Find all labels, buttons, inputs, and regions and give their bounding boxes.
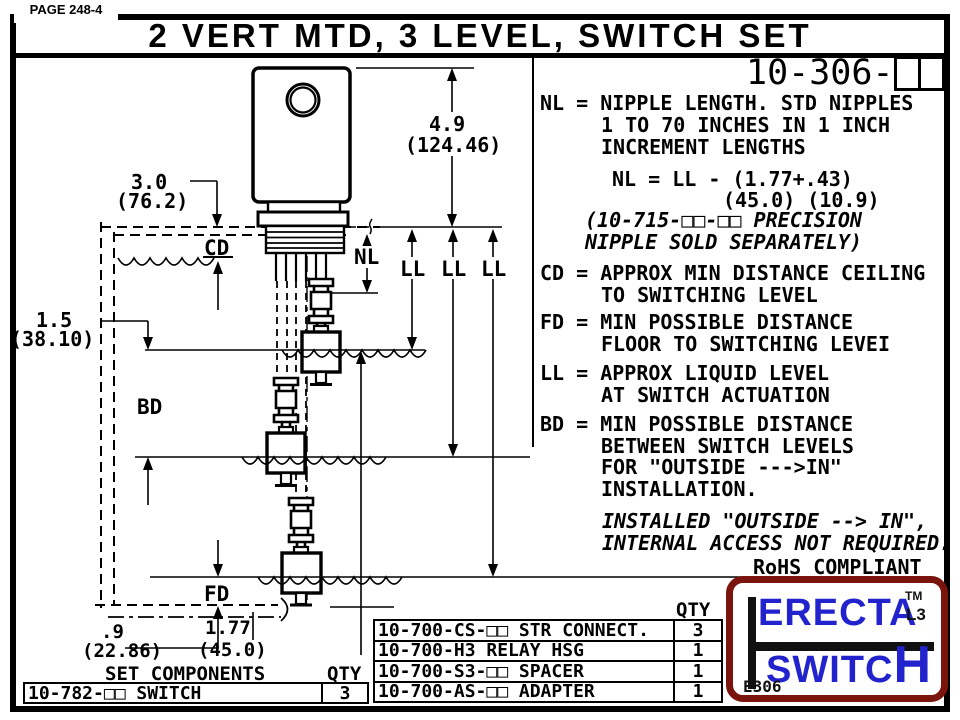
part-number-cell: 10-782-□□ SWITCH xyxy=(28,682,202,704)
tank-outline xyxy=(95,222,380,622)
note-fd-def-1: FD = MIN POSSIBLE DISTANCE xyxy=(540,310,854,334)
qty-cell: 3 xyxy=(321,683,367,704)
note-nl-def-2: 1 TO 70 INCHES IN 1 INCH xyxy=(601,113,890,137)
logo-horizontal-bar xyxy=(748,642,934,651)
dim-housing-label: 4.9 xyxy=(429,112,465,136)
ll-label-2: LL xyxy=(441,257,466,281)
logo-brand-top: ERECTA xyxy=(758,592,918,634)
set-components-qty-header: QTY xyxy=(327,663,362,685)
relay-housing xyxy=(251,66,352,255)
datum-line xyxy=(348,218,502,235)
float-switch-level-1 xyxy=(300,324,342,386)
note-nl-formula: NL = LL - (1.77+.43) xyxy=(612,167,853,191)
cd-label: CD xyxy=(204,236,229,260)
part-number-cell: 10-700-H3 RELAY HSG xyxy=(378,640,584,662)
logo-l3-label: L3 xyxy=(906,605,926,624)
dim-stem-mm-label: (45.0) xyxy=(198,639,267,661)
float-switch-level-2 xyxy=(265,425,307,487)
dim-level1-mm-label: (38.10) xyxy=(10,327,94,351)
dimension-arrows xyxy=(143,68,498,619)
note-nl-formula-mm: (45.0) (10.9) xyxy=(723,188,880,212)
float-switch-level-3 xyxy=(280,545,323,607)
note-bd-def-4: INSTALLATION. xyxy=(601,477,758,501)
fd-label: FD xyxy=(204,582,229,606)
set-components-table: 10-782-□□ SWITCH 3 xyxy=(23,682,369,704)
note-fd-def-2: FLOOR TO SWITCHING LEVEI xyxy=(601,332,890,356)
blank-size-box xyxy=(917,56,945,91)
note-bd-def-2: BETWEEN SWITCH LEVELS xyxy=(601,434,854,458)
dim-ceiling-label: 3.0 xyxy=(131,170,167,194)
note-precision-nipple-2: NIPPLE SOLD SEPARATELY) xyxy=(585,230,862,254)
dim-stem-label: 1.77 xyxy=(205,617,251,639)
note-precision-nipple-1: (10-715-□□-□□ PRECISION xyxy=(585,208,862,232)
dim-floor-mm-label: (22.86) xyxy=(82,640,162,662)
nl-label: NL xyxy=(354,245,379,269)
parts-table-qty-header: QTY xyxy=(676,599,711,621)
logo-code: E306 xyxy=(743,677,782,696)
note-nl-def-3: INCREMENT LENGTHS xyxy=(601,135,806,159)
qty-cell: 3 xyxy=(673,620,721,641)
bd-label: BD xyxy=(137,395,162,419)
table-row: 10-700-S3-□□ SPACER 1 xyxy=(375,660,721,682)
note-bd-def-3: FOR "OUTSIDE --->IN" xyxy=(601,455,842,479)
parts-table: 10-700-CS-□□ STR CONNECT. 3 10-700-H3 RE… xyxy=(373,619,723,703)
note-installed-1: INSTALLED "OUTSIDE --> IN", xyxy=(602,509,928,533)
note-nl-def-1: NL = NIPPLE LENGTH. STD NIPPLES xyxy=(540,91,914,115)
page-title: 2 VERT MTD, 3 LEVEL, SWITCH SET xyxy=(148,17,812,54)
note-ll-def-1: LL = APPROX LIQUID LEVEL xyxy=(540,361,829,385)
note-ll-def-2: AT SWITCH ACTUATION xyxy=(601,383,830,407)
part-number-cell: 10-700-CS-□□ STR CONNECT. xyxy=(378,619,649,641)
dimension-lines xyxy=(100,67,494,655)
ll-label-3: LL xyxy=(481,257,506,281)
logo-brand-bottom-h: H xyxy=(893,636,932,694)
table-row: 10-700-AS-□□ ADAPTER 1 xyxy=(375,680,721,703)
note-cd-def-1: CD = APPROX MIN DISTANCE CEILING xyxy=(540,261,926,285)
table-row: 10-700-H3 RELAY HSG 1 xyxy=(375,639,721,662)
model-number: 10-306- xyxy=(746,56,945,91)
logo-brand-bottom-text: SWITC xyxy=(766,649,894,691)
title-separator xyxy=(14,53,946,58)
rohs-compliant-label: RoHS COMPLIANT xyxy=(753,555,922,579)
threaded-bushing xyxy=(264,224,346,255)
page-border xyxy=(10,14,950,712)
part-number-cell: 10-700-S3-□□ SPACER xyxy=(378,660,584,682)
qty-cell: 1 xyxy=(673,681,721,702)
blank-size-box xyxy=(893,56,921,91)
set-components-title: SET COMPONENTS xyxy=(105,663,266,685)
model-number-text: 10-306- xyxy=(746,53,894,93)
ll-label-1: LL xyxy=(400,257,425,281)
table-row: 10-700-CS-□□ STR CONNECT. 3 xyxy=(375,619,721,641)
dim-level1-label: 1.5 xyxy=(36,308,72,332)
part-number-cell: 10-700-AS-□□ ADAPTER xyxy=(378,681,595,703)
qty-cell: 1 xyxy=(673,640,721,661)
wave-ceiling xyxy=(117,256,215,266)
note-installed-2: INTERNAL ACCESS NOT REQUIRED. xyxy=(602,531,952,555)
note-cd-def-2: TO SWITCHING LEVEL xyxy=(601,283,818,307)
trademark-symbol: TM xyxy=(905,589,923,603)
logo-brand-bottom: SWITCH xyxy=(766,639,932,692)
qty-cell: 1 xyxy=(673,661,721,682)
erecta-switch-logo: ERECTA TM L3 SWITCH E306 xyxy=(726,576,948,702)
str-connector xyxy=(272,277,335,553)
dim-floor-label: .9 xyxy=(101,621,124,643)
note-bd-def-1: BD = MIN POSSIBLE DISTANCE xyxy=(540,412,854,436)
page-number-label: PAGE 248-4 xyxy=(14,0,118,23)
dim-housing-mm-label: (124.46) xyxy=(405,133,501,157)
dim-ceiling-mm-label: (76.2) xyxy=(116,189,188,213)
